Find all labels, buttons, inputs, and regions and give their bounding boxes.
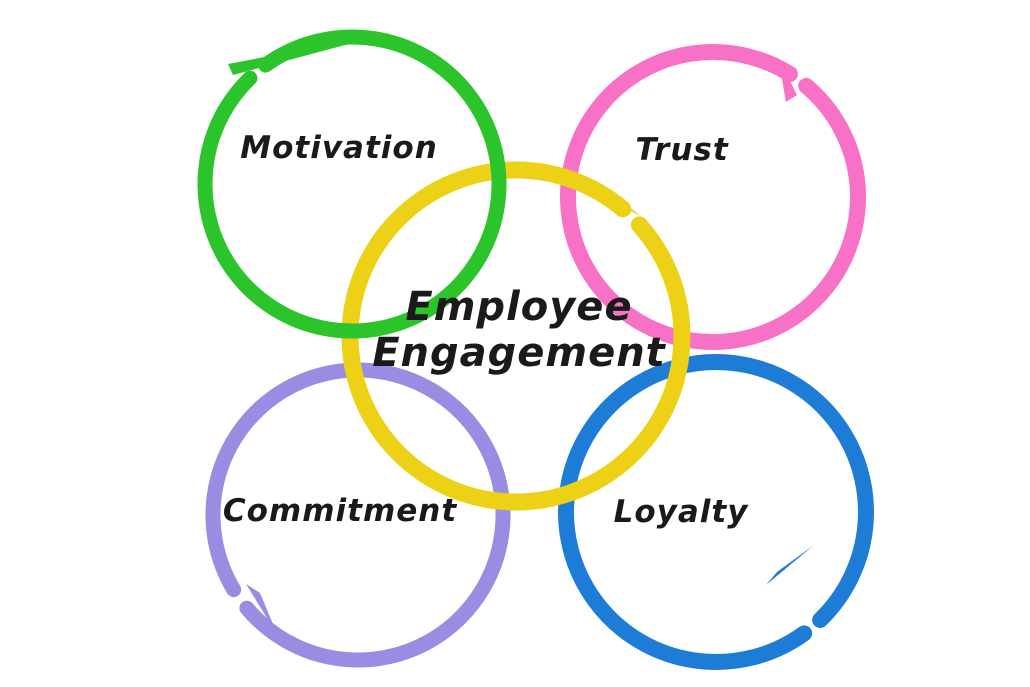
loyalty-circle-stroke: [558, 354, 874, 670]
commitment-circle: [205, 362, 511, 668]
center-brush-flick-icon: [604, 188, 641, 216]
trust-brush-flick-icon: [778, 57, 797, 102]
commitment-circle-stroke: [205, 362, 511, 668]
center-circle-stroke: [341, 161, 691, 511]
loyalty-brush-flick-icon: [766, 545, 814, 585]
center-circle: [341, 161, 691, 511]
trust-circle: [560, 44, 866, 350]
motivation-circle: [197, 29, 507, 339]
loyalty-circle: [558, 354, 874, 670]
motivation-circle-stroke: [197, 29, 507, 339]
commitment-brush-flick-icon: [246, 584, 278, 636]
trust-circle-stroke: [560, 44, 866, 350]
motivation-brush-flick-icon: [228, 33, 390, 75]
